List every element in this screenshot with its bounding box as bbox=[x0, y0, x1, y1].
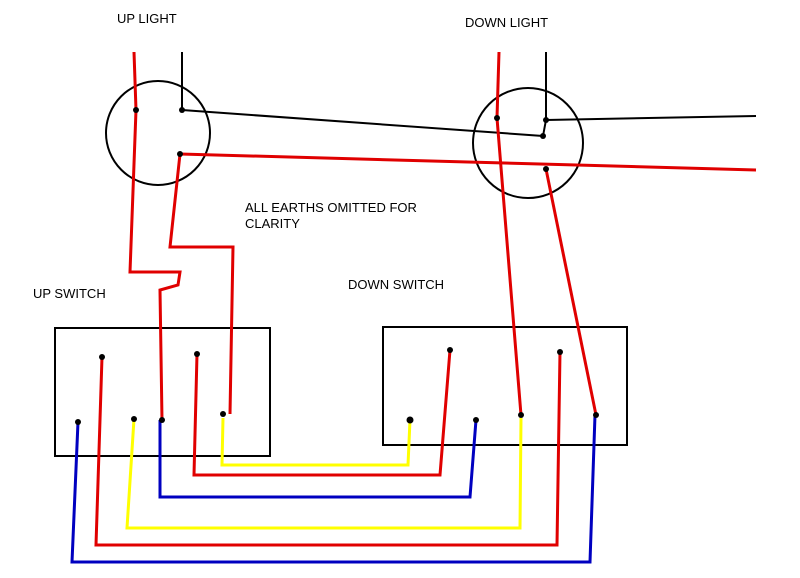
terminal-down-switch-4 bbox=[473, 417, 479, 423]
blue-wire-strapper-2 bbox=[70, 414, 597, 564]
down-light-label: DOWN LIGHT bbox=[465, 15, 548, 30]
terminal-down-light-4 bbox=[543, 166, 549, 172]
down-light-fitting bbox=[472, 87, 584, 199]
terminal-up-light-3 bbox=[177, 151, 183, 157]
terminal-up-switch-4 bbox=[131, 416, 137, 422]
up-switch-label: UP SWITCH bbox=[33, 286, 106, 301]
terminal-down-light-3 bbox=[540, 133, 546, 139]
down-switch-label: DOWN SWITCH bbox=[348, 277, 444, 292]
terminal-down-light-1 bbox=[494, 115, 500, 121]
black-wire-up-to-down-light bbox=[181, 109, 544, 137]
red-wire-down-light-switched bbox=[544, 168, 598, 416]
black-wire-down-light-out bbox=[545, 115, 757, 121]
terminal-up-switch-6 bbox=[220, 411, 226, 417]
red-wire-down-light-feed bbox=[495, 51, 523, 416]
red-wire-upswitch-l1-down-l1 bbox=[192, 349, 452, 477]
terminal-up-light-1 bbox=[133, 107, 139, 113]
up-switch-box bbox=[54, 327, 271, 457]
earths-note-line1: ALL EARTHS OMITTED FOR bbox=[245, 200, 417, 215]
up-light-label: UP LIGHT bbox=[117, 11, 177, 26]
earths-note-line2: CLARITY bbox=[245, 216, 300, 231]
terminal-down-switch-6 bbox=[593, 412, 599, 418]
red-wire-upswitch-common-downswitch bbox=[94, 351, 562, 547]
terminal-down-switch-3 bbox=[406, 416, 414, 424]
terminal-down-switch-2 bbox=[557, 349, 563, 355]
yellow-wire-strapper-2 bbox=[125, 417, 523, 530]
terminal-up-switch-2 bbox=[194, 351, 200, 357]
yellow-wire-strapper-1 bbox=[220, 417, 412, 467]
terminal-up-light-2 bbox=[179, 107, 185, 113]
terminal-up-switch-3 bbox=[75, 419, 81, 425]
terminal-down-switch-1 bbox=[447, 347, 453, 353]
terminal-down-switch-5 bbox=[518, 412, 524, 418]
up-light-fitting bbox=[105, 80, 211, 186]
terminal-up-switch-1 bbox=[99, 354, 105, 360]
terminal-up-switch-5 bbox=[159, 417, 165, 423]
red-wire-up-light-switched bbox=[168, 153, 235, 415]
red-wire-loop-to-down-light bbox=[179, 152, 757, 172]
blue-wire-strapper-1 bbox=[158, 419, 478, 499]
terminals bbox=[75, 107, 599, 425]
terminal-down-light-2 bbox=[543, 117, 549, 123]
down-switch-box bbox=[382, 326, 628, 446]
